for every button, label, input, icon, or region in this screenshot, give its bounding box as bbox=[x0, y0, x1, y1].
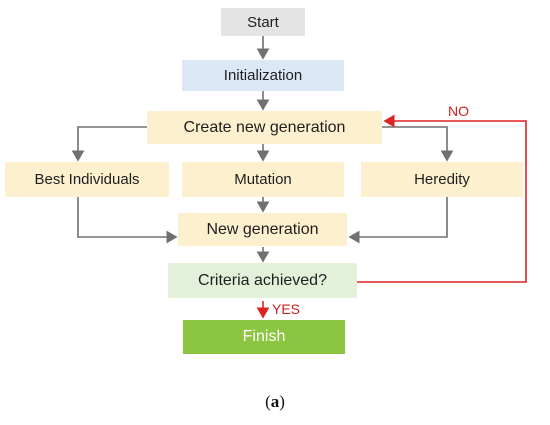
arrow-best-newgen bbox=[77, 197, 178, 244]
node-heredity: Heredity bbox=[361, 162, 523, 197]
caption-close: ) bbox=[279, 392, 285, 411]
arrow-create-heredity bbox=[382, 126, 454, 162]
label-yes: YES bbox=[272, 301, 301, 317]
node-mutation: Mutation bbox=[182, 162, 344, 197]
node-new-generation: New generation bbox=[178, 213, 347, 246]
node-initialization: Initialization bbox=[182, 60, 344, 91]
node-create-new-generation: Create new generation bbox=[147, 111, 382, 144]
arrow-create-best bbox=[71, 126, 147, 162]
label-no: NO bbox=[448, 103, 469, 119]
caption-open: ( bbox=[265, 392, 271, 411]
figure-caption: (a) bbox=[0, 392, 550, 412]
arrow-heredity-newgen bbox=[348, 197, 448, 244]
node-start: Start bbox=[221, 8, 305, 36]
node-criteria-achieved: Criteria achieved? bbox=[168, 263, 357, 298]
node-best-individuals: Best Individuals bbox=[5, 162, 169, 197]
caption-letter: a bbox=[270, 392, 280, 411]
arrow-no-loop bbox=[357, 114, 527, 283]
node-finish: Finish bbox=[183, 320, 345, 354]
